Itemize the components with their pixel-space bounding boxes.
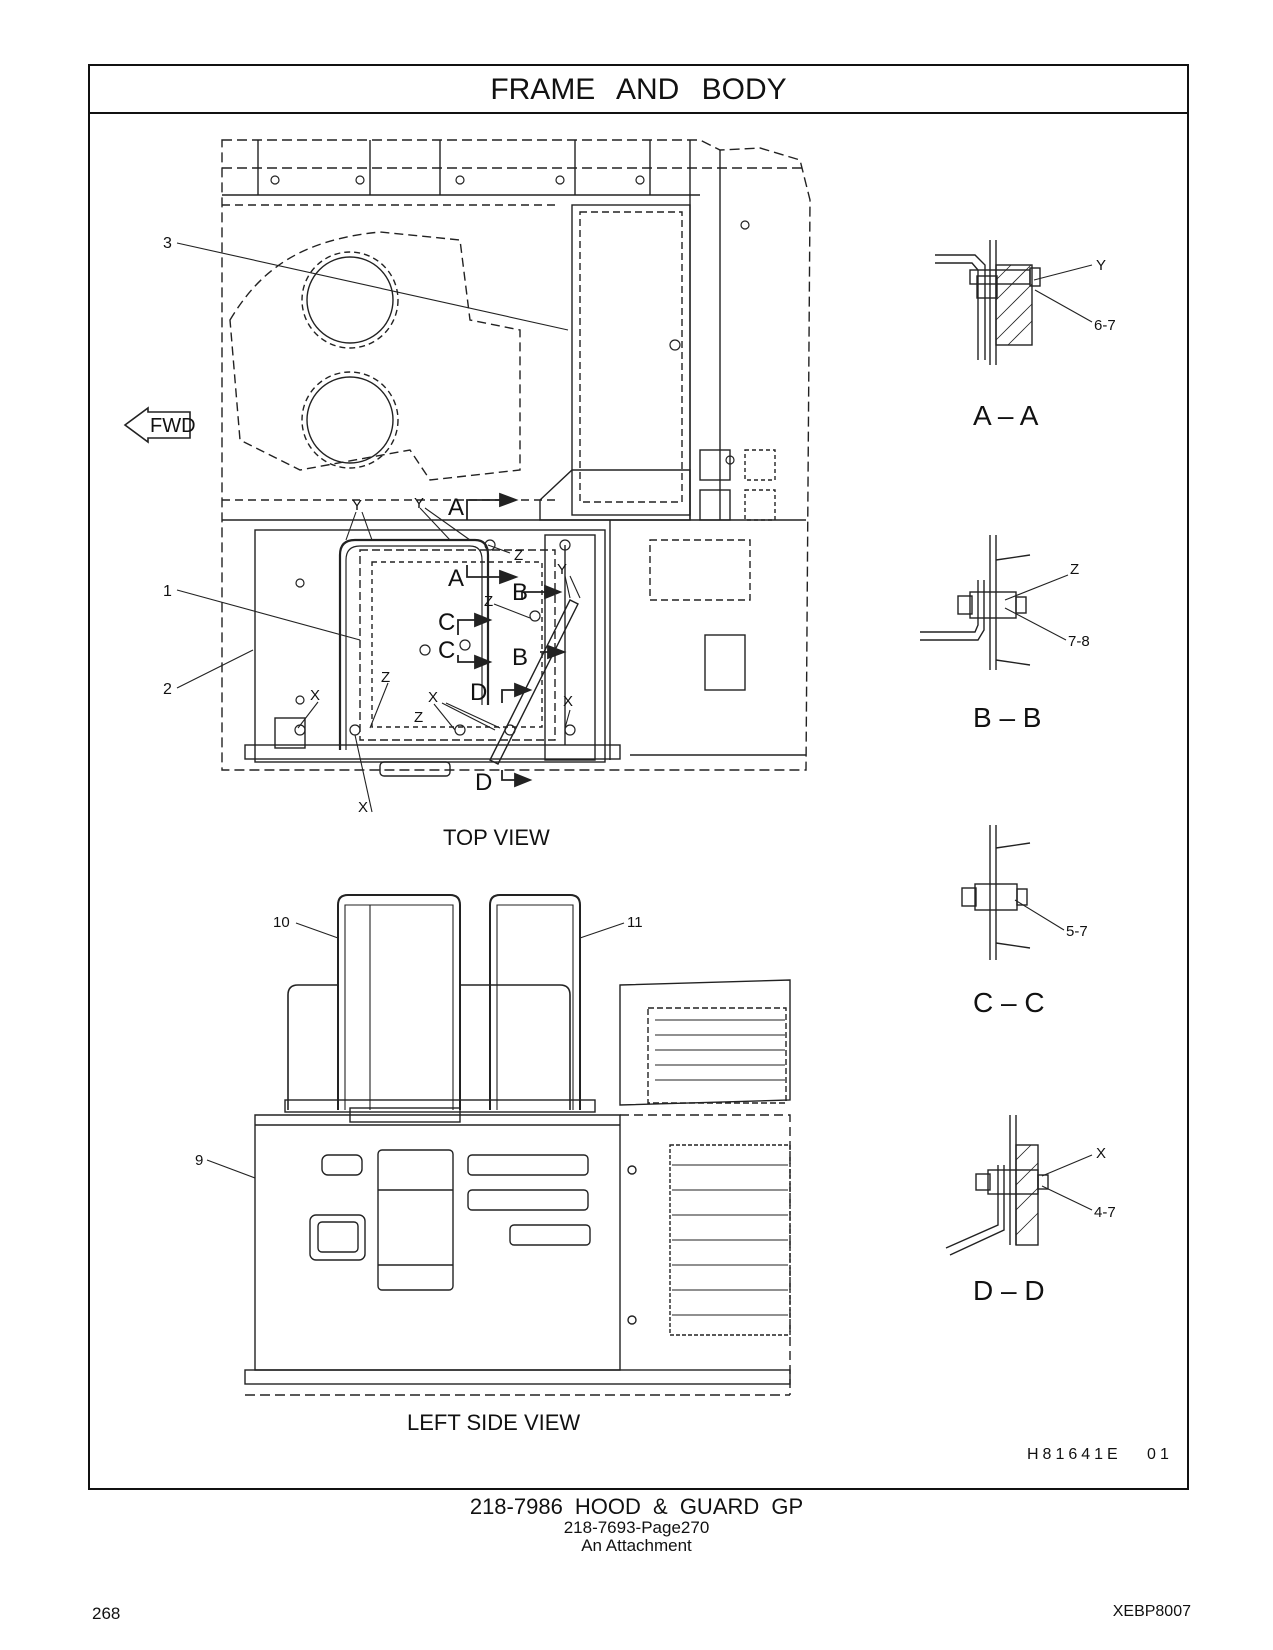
document-id: XEBP8007	[1112, 1603, 1191, 1620]
section-letter-b-top: B	[512, 579, 528, 606]
marker-z-4: Z	[414, 709, 423, 726]
section-letter-c-bottom: C	[438, 637, 455, 664]
left-side-view-drawing	[244, 894, 791, 1396]
section-letter-d-bottom: D	[475, 769, 492, 796]
bb-marker-z: Z	[1070, 561, 1079, 578]
section-letter-c-top: C	[438, 609, 455, 636]
dd-marker-x: X	[1096, 1145, 1106, 1162]
dd-ref-label: 4-7	[1094, 1204, 1116, 1221]
page-title: FRAME AND BODY	[90, 66, 1187, 114]
section-letter-d-top: D	[470, 679, 487, 706]
callout-3: 3	[163, 235, 172, 252]
section-aa-drawing	[935, 240, 1041, 365]
callout-10: 10	[273, 914, 290, 931]
part-group-title: 218-7986 HOOD & GUARD GP	[469, 1494, 804, 1519]
page-reference: 218-7693-Page270	[563, 1518, 710, 1537]
marker-z-2: Z	[484, 593, 493, 610]
callout-11: 11	[627, 914, 643, 931]
top-view-drawing	[221, 139, 811, 777]
section-bb-drawing	[920, 535, 1031, 670]
section-aa-title: A – A	[973, 400, 1039, 431]
marker-y-1: Y	[352, 497, 362, 514]
marker-y-2: Y	[414, 495, 424, 512]
callout-2: 2	[163, 681, 172, 698]
page-number: 268	[92, 1604, 121, 1623]
section-cc-title: C – C	[973, 987, 1045, 1018]
aa-marker-y: Y	[1096, 257, 1106, 274]
marker-x-1: X	[310, 687, 320, 704]
section-letter-a-bottom: A	[448, 565, 464, 592]
fwd-arrow-icon	[123, 406, 191, 444]
section-dd-title: D – D	[973, 1275, 1045, 1306]
callout-1: 1	[163, 583, 172, 600]
section-letter-a-top: A	[448, 494, 464, 521]
top-view-label: TOP VIEW	[443, 825, 550, 850]
left-side-view-label: LEFT SIDE VIEW	[407, 1410, 580, 1435]
marker-z-1: Z	[514, 547, 523, 564]
top-view-leaders	[176, 242, 581, 813]
marker-z-3: Z	[381, 669, 390, 686]
illustration-id: H81641E 01	[1027, 1446, 1173, 1463]
bb-ref-label: 7-8	[1068, 633, 1090, 650]
attachment-note: An Attachment	[581, 1536, 692, 1555]
section-cc-drawing	[961, 825, 1031, 960]
marker-y-3: Y	[557, 561, 567, 578]
marker-x-3: X	[563, 693, 573, 710]
section-dd-drawing	[945, 1115, 1049, 1256]
marker-x-4: X	[358, 799, 368, 816]
section-letter-b-bottom: B	[512, 644, 528, 671]
section-leaders	[1004, 264, 1093, 1211]
aa-ref-label: 6-7	[1094, 317, 1116, 334]
marker-x-2: X	[428, 689, 438, 706]
diagram-frame: FRAME AND BODY	[88, 64, 1189, 1490]
fwd-label: FWD	[150, 415, 196, 437]
callout-9: 9	[195, 1152, 203, 1169]
section-bb-title: B – B	[973, 702, 1041, 733]
side-view-leaders	[206, 922, 625, 1179]
section-markers	[457, 492, 567, 788]
cc-ref-label: 5-7	[1066, 923, 1088, 940]
